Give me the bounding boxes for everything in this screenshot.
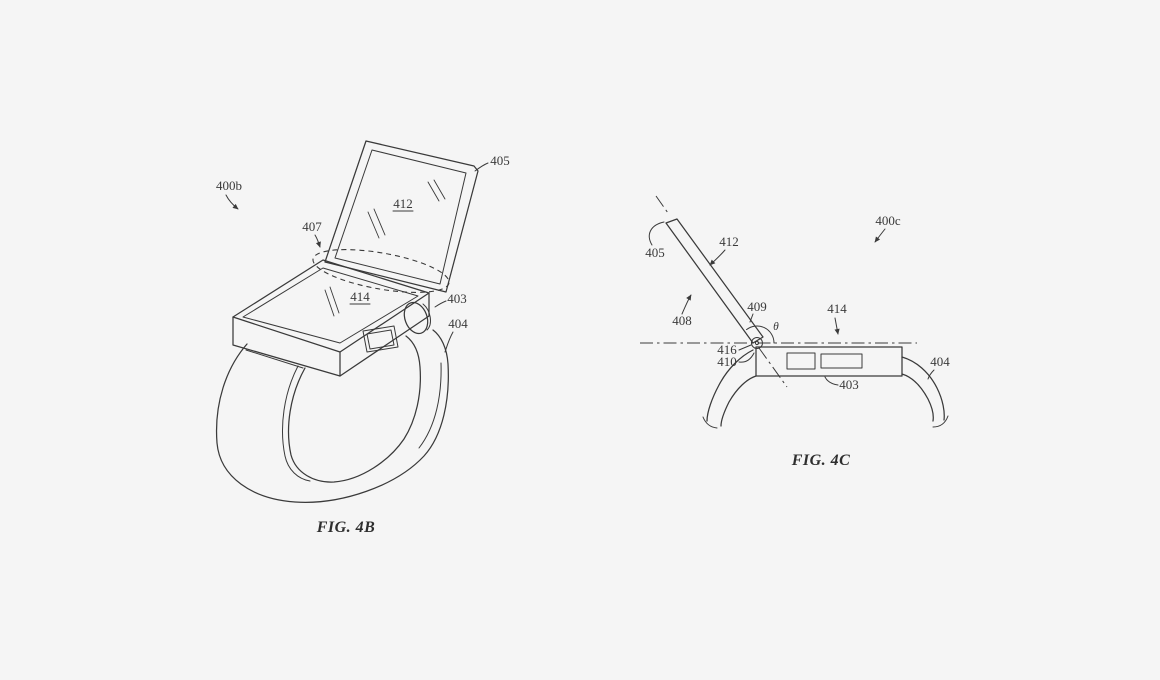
fig4b-ref-400b: 400b — [216, 178, 242, 193]
fig4b-ref-407: 407 — [302, 219, 322, 234]
fig4b-ref-403: 403 — [447, 291, 467, 306]
fig4b-ref-414: 414 — [350, 289, 370, 304]
fig4b-ref-405: 405 — [490, 153, 510, 168]
fig4b-watch-case — [232, 259, 431, 377]
fig4b-watch-band — [215, 329, 449, 503]
fig4b-leader-405 — [474, 162, 489, 172]
fig4c-ref-409: 409 — [747, 299, 767, 314]
fig4c-hinge-pivot — [751, 337, 763, 349]
fig4c-ref-400c: 400c — [875, 213, 901, 228]
fig4c-leader-403 — [824, 376, 839, 386]
fig-4c: θ 400c 405 412 408 409 — [640, 195, 950, 469]
fig-4b: 400b 405 407 412 414 403 404 FIG. 4B — [215, 140, 510, 536]
fig4c-ref-410: 410 — [717, 354, 737, 369]
fig4c-cover-axis-lower — [758, 347, 788, 388]
fig4c-internal-component-1 — [786, 352, 816, 370]
fig4c-leader-404 — [927, 369, 935, 380]
fig4b-side-button — [362, 325, 399, 353]
fig4c-ref-404: 404 — [930, 354, 950, 369]
fig4b-ref-404: 404 — [448, 316, 468, 331]
fig4c-ref-403: 403 — [839, 377, 859, 392]
fig4c-caption: FIG. 4C — [791, 452, 851, 469]
fig4c-annotations: 400c 405 412 408 409 416 410 414 403 404 — [645, 213, 950, 392]
fig4c-internal-component-2 — [820, 353, 863, 369]
fig4b-leader-400b — [225, 194, 239, 210]
fig4c-ref-416: 416 — [717, 342, 737, 357]
fig4c-ref-408: 408 — [672, 313, 692, 328]
fig4b-leader-403 — [434, 300, 447, 308]
fig4b-caption: FIG. 4B — [316, 519, 376, 536]
fig4c-leader-410 — [738, 352, 755, 363]
fig4c-leader-405 — [648, 221, 665, 246]
fig4c-leader-414 — [834, 317, 840, 335]
fig4c-leader-400c — [874, 228, 886, 243]
fig4b-annotations: 400b 405 407 412 414 403 404 — [216, 153, 510, 353]
fig4c-watch-body — [755, 346, 903, 377]
fig4c-ref-412: 412 — [719, 234, 739, 249]
fig4c-ref-405: 405 — [645, 245, 665, 260]
fig4c-leader-409 — [749, 313, 754, 323]
fig4c-theta: θ — [773, 321, 779, 333]
fig4b-leader-404 — [444, 331, 454, 353]
fig4b-hinge-ellipse — [312, 249, 450, 293]
fig4c-angle-arc — [746, 325, 775, 344]
fig4c-leader-416 — [738, 344, 752, 351]
fig4c-band-right — [901, 356, 949, 428]
fig4c-flip-cover — [665, 218, 764, 344]
fig4b-flip-cover — [324, 140, 479, 293]
fig4b-digital-crown — [403, 301, 431, 335]
fig4c-leader-412 — [709, 249, 726, 266]
fig4b-leader-407 — [314, 234, 321, 248]
fig4b-ref-412: 412 — [393, 196, 413, 211]
fig4c-leader-408 — [681, 294, 692, 315]
fig4c-ref-414: 414 — [827, 301, 847, 316]
fig4c-cover-axis-upper — [655, 195, 669, 214]
fig4c-band-left — [702, 349, 757, 429]
